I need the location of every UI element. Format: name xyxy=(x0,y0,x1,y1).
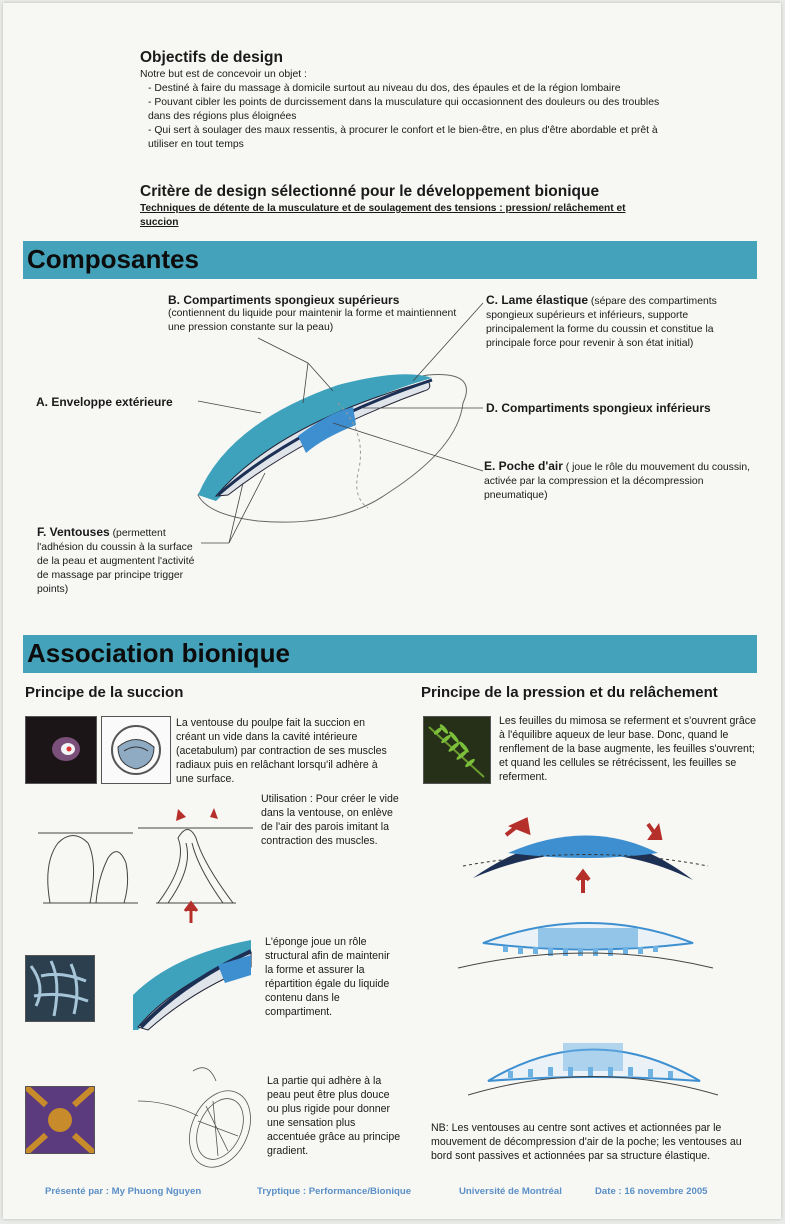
leader-lines xyxy=(197,302,484,544)
component-e-label: E. Poche d'air xyxy=(484,459,563,473)
octopus-sucker-illustration xyxy=(101,716,171,784)
pressure-note: NB: Les ventouses au centre sont actives… xyxy=(431,1122,742,1162)
objective-item-1: - Destiné à faire du massage à domicile … xyxy=(148,83,621,94)
component-a-label: A. Enveloppe extérieure xyxy=(36,395,173,409)
component-b-label: B. Compartiments spongieux supérieurs xyxy=(168,293,400,307)
objective-item-2: - Pouvant cibler les points de durcissem… xyxy=(148,97,660,122)
component-e-desc: ( joue le rôle du mouvement du coussin, … xyxy=(484,462,751,501)
suction-text-2: Utilisation : Pour créer le vide dans la… xyxy=(261,793,399,847)
sponge-photo xyxy=(25,955,95,1022)
component-b: B. Compartiments spongieux supérieurs (c… xyxy=(168,293,468,335)
sponge-compartment-detail xyxy=(133,940,252,1031)
component-d-label: D. Compartiments spongieux inférieurs xyxy=(486,401,711,415)
component-b-desc: (contiennent du liquide pour maintenir l… xyxy=(168,308,457,333)
component-c-label: C. Lame élastique xyxy=(486,293,589,307)
objective-item-3: - Qui sert à soulager des maux ressentis… xyxy=(148,125,658,150)
suction-title: Principe de la succion xyxy=(25,684,184,701)
footer-date: Date : 16 novembre 2005 xyxy=(595,1186,708,1197)
component-f-label: F. Ventouses xyxy=(37,525,110,539)
criteria-title: Critère de design sélectionné pour le dé… xyxy=(140,183,600,200)
component-c: C. Lame élastique (sépare des compartime… xyxy=(486,293,756,351)
cushion-resting-diagram xyxy=(458,922,714,969)
cushion-compressed-diagram xyxy=(468,1043,718,1096)
pressure-release-diagram xyxy=(462,817,709,893)
components-band: Composantes xyxy=(23,241,757,279)
criteria-subtitle: Techniques de détente de la musculature … xyxy=(140,203,626,228)
objectives-title: Objectifs de design xyxy=(140,49,283,66)
gradient-material-photo xyxy=(25,1086,95,1154)
bionic-band: Association bionique xyxy=(23,635,757,673)
octopus-sucker-photo xyxy=(25,716,97,784)
cushion-cross-section-diagram xyxy=(197,374,467,523)
mimosa-leaf-photo xyxy=(423,716,491,784)
poster: Objectifs de design Notre but est de con… xyxy=(3,3,781,1219)
suction-text-1: La ventouse du poulpe fait la succion en… xyxy=(176,717,387,785)
pressure-text-1: Les feuilles du mimosa se referment et s… xyxy=(499,715,756,783)
objectives-body: Notre but est de concevoir un objet : - … xyxy=(140,68,665,152)
sucker-mechanism-diagram xyxy=(38,808,253,923)
suction-cup-sketch xyxy=(138,1067,251,1168)
footer-university: Université de Montréal xyxy=(459,1186,562,1197)
objectives-intro: Notre but est de concevoir un objet : xyxy=(140,69,307,80)
component-c-desc: (sépare des compartiments spongieux supé… xyxy=(486,296,717,349)
footer-presenter: Présenté par : My Phuong Nguyen xyxy=(45,1186,202,1197)
pressure-title: Principe de la pression et du relâchemen… xyxy=(421,684,718,701)
component-f-desc: (permettent l'adhésion du coussin à la s… xyxy=(37,528,195,595)
component-e: E. Poche d'air ( joue le rôle du mouveme… xyxy=(484,459,759,503)
suction-text-4: La partie qui adhère à la peau peut être… xyxy=(267,1075,401,1157)
components-band-title: Composantes xyxy=(27,244,199,274)
component-f: F. Ventouses (permettent l'adhésion du c… xyxy=(37,525,202,597)
bionic-band-title: Association bionique xyxy=(27,638,290,668)
suction-text-3: L'éponge joue un rôle structural afin de… xyxy=(265,936,390,1018)
footer-tryptique: Tryptique : Performance/Bionique xyxy=(257,1186,412,1197)
